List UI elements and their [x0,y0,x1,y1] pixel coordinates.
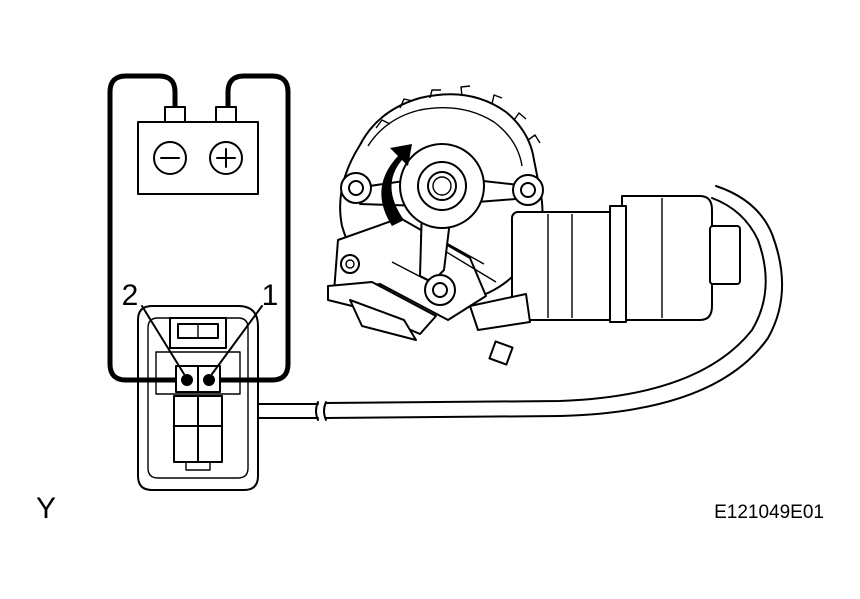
wire-harness [257,185,784,421]
terminal-1-pin [203,374,215,386]
motor-end-cap [709,225,741,285]
view-label: Y [36,492,56,525]
motor-connector [137,305,263,491]
motor-body [511,211,625,321]
rotation-arrow [381,144,412,226]
test-lead-loop [107,73,291,383]
battery [137,106,259,195]
figure-code: E121049E01 [714,502,824,523]
terminal-2-leader [141,305,185,375]
terminal-2-label: 2 [122,279,139,312]
terminal-2-pin [181,374,193,386]
wiper-motor [327,85,741,366]
output-shaft [427,171,457,201]
terminal-1-leader [211,305,263,375]
terminal-1-label: 1 [262,279,279,312]
